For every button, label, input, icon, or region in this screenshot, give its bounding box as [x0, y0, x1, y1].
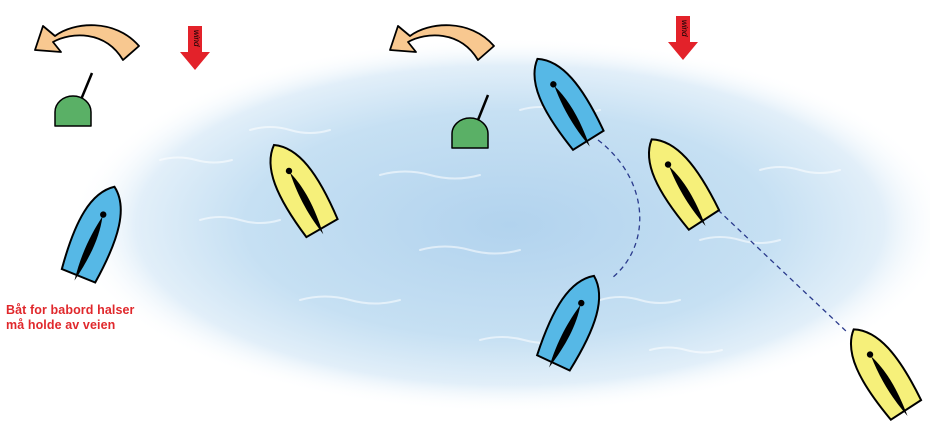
- rule-caption: Båt for babord halser må holde av veien: [6, 303, 206, 333]
- rounding-arrow-icon: [34, 24, 140, 61]
- wind-label: wind: [680, 20, 689, 37]
- sailboat-icon: [269, 143, 339, 239]
- wind-arrow-icon: wind: [668, 16, 698, 60]
- wind-arrow-icon: wind: [180, 26, 210, 70]
- water-ripples: [159, 106, 841, 354]
- sailboat-icon: [535, 274, 601, 372]
- track-line: [597, 139, 641, 279]
- rule-caption-line-2: må holde av veien: [6, 318, 116, 332]
- rule-caption-line-1: Båt for babord halser: [6, 303, 135, 317]
- track-line: [717, 209, 849, 334]
- mark-buoy-icon: [451, 94, 490, 149]
- water-area: [70, 37, 930, 413]
- mark-buoy-icon: [54, 72, 94, 127]
- sailboat-icon: [533, 57, 605, 152]
- sailboat-icon: [647, 138, 721, 232]
- rounding-arrow-icon: [389, 24, 495, 61]
- sailboat-icon: [60, 185, 122, 284]
- sailboat-icon: [849, 328, 923, 422]
- wind-label: wind: [192, 30, 201, 47]
